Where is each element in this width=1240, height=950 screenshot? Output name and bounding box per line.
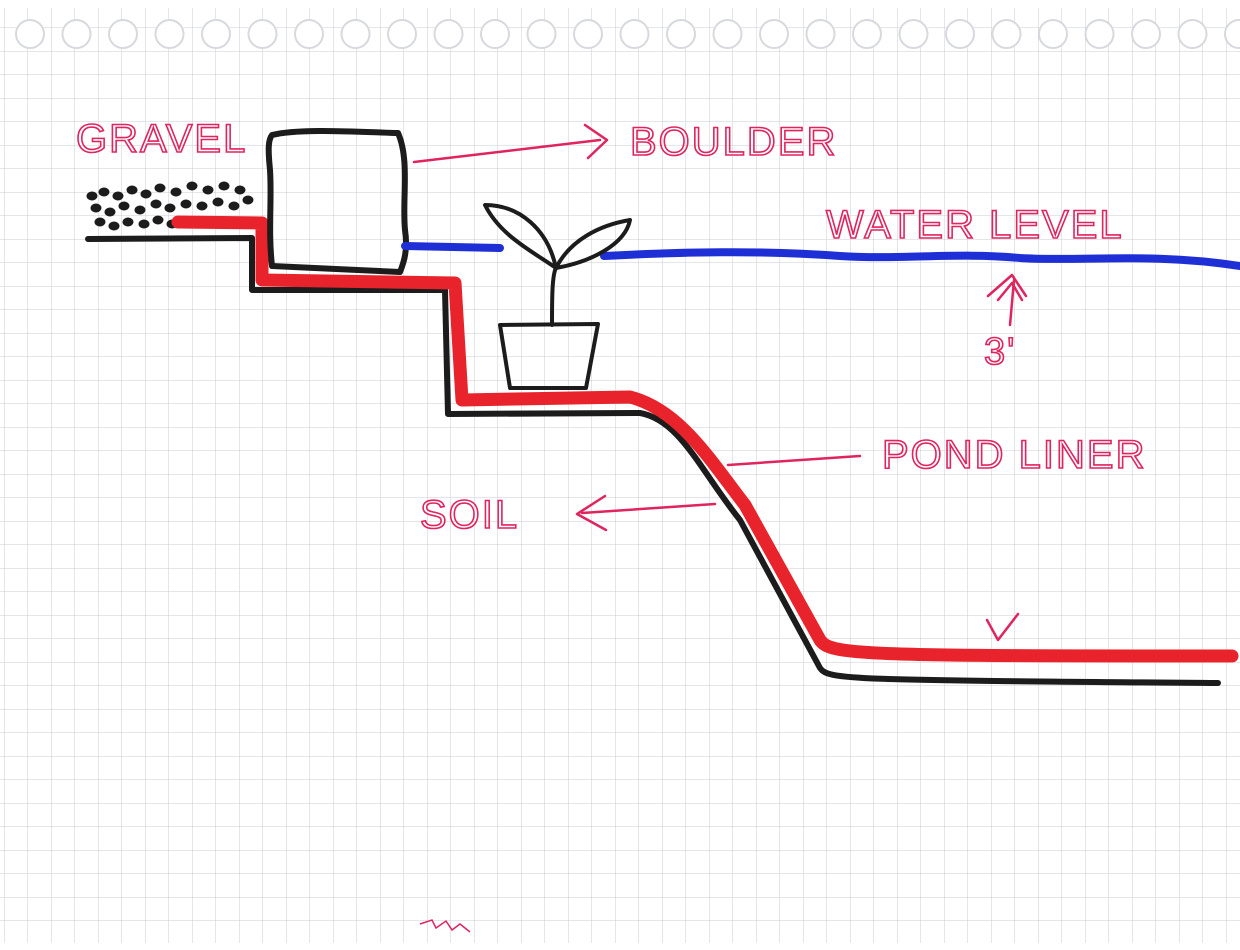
binder-hole: [805, 19, 836, 49]
label-soil: SOIL: [420, 493, 519, 537]
binder-hole: [1084, 19, 1115, 49]
arrow-to-boulder: [412, 138, 602, 164]
binder-hole: [991, 19, 1022, 49]
binder-hole: [340, 19, 371, 49]
binder-hole: [573, 19, 603, 49]
gravel-stone: [134, 205, 146, 215]
gravel-stone: [126, 185, 138, 195]
gravel-stone: [180, 199, 192, 209]
gravel-stone: [108, 221, 120, 231]
gravel-stone: [228, 201, 240, 211]
label-gravel: GRAVEL: [76, 117, 247, 161]
gravel-stone: [86, 191, 98, 201]
gravel-stone: [94, 217, 106, 227]
gravel-stone: [90, 203, 102, 213]
binder-hole: [898, 19, 929, 49]
gravel-stone: [150, 199, 162, 209]
binder-hole: [247, 19, 278, 49]
binder-hole: [15, 19, 45, 49]
gravel-stone: [154, 183, 166, 193]
gravel-stone: [242, 195, 254, 205]
scribble-mark: [419, 919, 471, 933]
gravel-stone: [186, 181, 198, 191]
gravel-stone: [152, 215, 164, 225]
binder-hole: [619, 19, 650, 49]
label-boulder: BOULDER: [630, 120, 837, 164]
binder-hole: [294, 19, 324, 49]
label-pond-liner: POND LINER: [882, 433, 1147, 477]
water-level-line: [401, 242, 1240, 270]
binder-hole: [1131, 19, 1161, 49]
potted-plant-icon: [483, 203, 632, 390]
binder-hole: [945, 19, 975, 49]
binder-hole: [387, 19, 417, 49]
gravel-stone: [112, 191, 124, 201]
gravel-stone: [118, 201, 130, 211]
binder-hole: [61, 19, 92, 49]
gravel-stone: [170, 187, 182, 197]
binder-hole: [108, 19, 138, 49]
arrow-to-soil: [580, 502, 717, 515]
gravel-stone: [122, 217, 134, 227]
depth-arrow-down: [985, 612, 1020, 642]
gravel-stone: [202, 185, 214, 195]
binder-hole: [666, 19, 696, 49]
pond-liner-line: [171, 215, 1239, 663]
annotation-arrows: [412, 123, 1028, 642]
binder-hole: [1177, 19, 1208, 49]
label-water-level: WATER LEVEL: [826, 203, 1124, 247]
gravel-stone: [212, 197, 224, 207]
gravel-stone: [164, 203, 176, 213]
gravel-stone: [234, 185, 246, 195]
pointer-pond-liner: [726, 454, 862, 467]
binder-hole: [759, 19, 789, 49]
binder-hole: [1224, 19, 1240, 49]
binder-hole: [433, 19, 464, 49]
gravel-stone: [218, 181, 230, 191]
binder-hole: [712, 19, 743, 49]
binder-hole: [526, 19, 557, 49]
binder-hole: [1038, 19, 1068, 49]
binder-holes: [15, 19, 1240, 49]
gravel-stone: [140, 189, 152, 199]
gravel-stone: [104, 207, 116, 217]
binder-hole: [480, 19, 510, 49]
boulder-shape: [265, 127, 410, 275]
binder-hole: [852, 19, 882, 49]
gravel-stone: [98, 187, 110, 197]
soil-line: [85, 235, 1221, 686]
label-depth: 3': [984, 331, 1016, 373]
gravel-stone: [138, 219, 150, 229]
binder-hole: [201, 19, 231, 49]
grid-paper: [0, 8, 1240, 943]
gravel-stone: [196, 201, 208, 211]
binder-hole: [154, 19, 185, 49]
